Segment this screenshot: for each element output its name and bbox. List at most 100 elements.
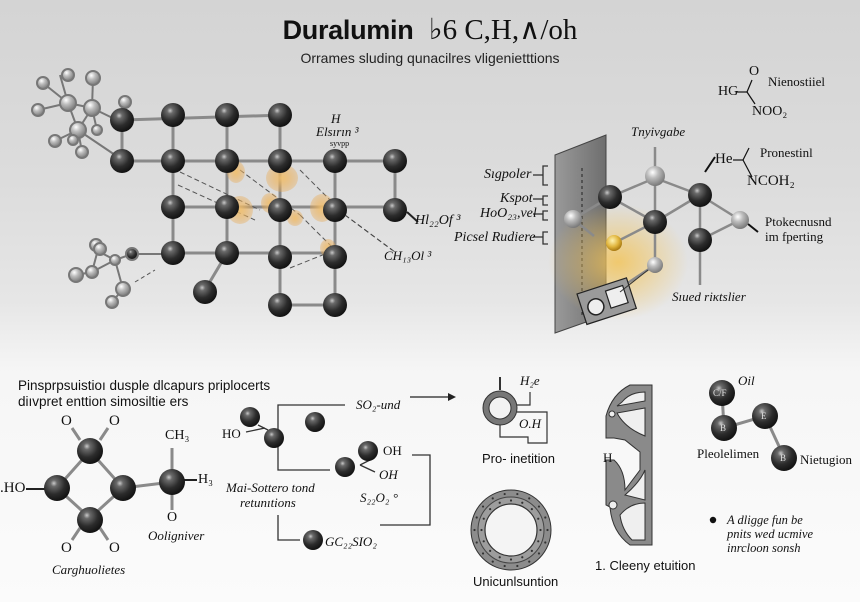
bearing-dot: [475, 541, 478, 544]
bearing-dot: [528, 560, 531, 563]
bearing-dot: [516, 492, 519, 496]
title-formula: ♭6 C,H,∧/oh: [428, 14, 578, 46]
label-kspot: Kspot: [500, 191, 533, 206]
ring-h3: H₃: [198, 472, 213, 487]
bearing-dot: [489, 508, 492, 511]
bearing-dot: [481, 505, 485, 508]
sample-card: [576, 277, 638, 326]
label-hl22: Hl₂₂Of ³: [415, 213, 461, 228]
bearing-dot: [481, 552, 485, 555]
bearing-dot: [482, 540, 485, 543]
bearing-dot: [489, 549, 492, 552]
bearing-dot: [482, 517, 485, 520]
bearing-dot: [503, 492, 506, 496]
bearing-dot: [530, 549, 533, 552]
ring-molecule: [26, 427, 197, 541]
bracket-part: [605, 384, 653, 546]
cluster-atom-e: E: [761, 411, 767, 421]
bearing-dot: [521, 556, 524, 559]
label-elsmn-sub: syvpp: [330, 139, 350, 148]
cluster-name-right: Nietugion: [800, 452, 852, 467]
scheme-s22o2: S₂₂O₂ °: [360, 490, 398, 505]
bullet-note-line3: inrcloon sonsh: [727, 541, 801, 555]
formula-noo2: NOO₂: [752, 104, 788, 119]
bearing-dot: [491, 497, 494, 500]
bearing-dot: [539, 528, 542, 532]
lattice-atoms: [110, 103, 407, 317]
bracket-caption-text: Cleeny etuition: [609, 558, 696, 573]
atom-cluster: [709, 380, 797, 524]
bearing-dot: [473, 528, 476, 532]
formula-hg: HG: [718, 84, 739, 99]
pro-inetition-name: Pro- inetition: [482, 451, 555, 466]
ring-o-top-right: O: [109, 413, 120, 429]
bearing-dot: [491, 560, 494, 563]
ring-molecule-name: Carghuolietes: [52, 562, 126, 577]
bearing-dot: [509, 558, 513, 561]
ring-subname: Ooligniver: [148, 528, 205, 543]
bearing-dot: [544, 516, 547, 519]
bearing-dot: [544, 541, 547, 544]
formula-name-ptokecnusnd: Ptokecnusnd: [765, 214, 832, 229]
scheme-oh1: OH: [383, 443, 402, 458]
scheme-caption-line2: retunıtions: [240, 495, 296, 510]
scheme-ho: HO: [222, 426, 241, 441]
crystal-lattice: [110, 103, 419, 317]
formula-he: He: [715, 151, 733, 167]
scheme-so2: SO₂-und: [356, 397, 401, 412]
ring-ch3: CH₃: [165, 428, 190, 443]
bearing-dot: [498, 501, 501, 504]
label-picsel-rudiere: Picsel Rudiere: [454, 230, 536, 245]
page-title: Duralumin ♭6 C,H,∧/oh: [0, 12, 860, 47]
formula-nienostiiel: [736, 79, 756, 105]
subtitle: Orrames sluding qunacilres vligenietttio…: [300, 50, 560, 66]
small-molecule-bottom-left: [68, 238, 172, 309]
bearing-dot: [537, 505, 541, 508]
bearing-dot: [537, 540, 540, 543]
bearing-dot: [480, 528, 483, 532]
ring-o-top-left: O: [61, 413, 72, 429]
label-sigpoler: Sıgpoler: [484, 167, 532, 182]
bearing-dot: [528, 497, 531, 500]
bracket-h-label: H: [603, 450, 613, 465]
bullet-note-line1: A dligge fun be: [727, 513, 803, 527]
ring-ho-group: .HO: [0, 480, 26, 496]
label-h: H: [331, 111, 341, 126]
cluster-atom-cf: C/F: [713, 388, 727, 398]
bracket-caption-number: 1.: [595, 558, 606, 573]
formula-pronestinl: [733, 147, 753, 178]
ring-o-bottom-left: O: [61, 540, 72, 556]
cluster-oil: Oil: [738, 373, 755, 388]
bearing-dot: [503, 564, 506, 568]
label-elsmn: Elsırın ³: [316, 124, 359, 139]
pro-inetition-ring: [482, 377, 548, 444]
bullet-note: A dligge fun be pnits wed ucmive inrcloo…: [727, 513, 813, 555]
ring-o-bottom-right: O: [109, 540, 120, 556]
scheme-gc: GC₂₂SIO₂: [325, 534, 377, 549]
formula-name-pronestinl: Pronestinl: [760, 145, 813, 160]
formula-name-im-fperting: im fperting: [765, 229, 824, 244]
label-tnyivgabe: Tnyivgabe: [631, 124, 686, 139]
label-ch13: CH₁₃Ol ³: [384, 248, 432, 263]
bearing-dot: [530, 508, 533, 511]
cluster-atom-b2: B: [780, 453, 787, 463]
bullet-dot: [709, 516, 717, 524]
lower-heading: Pinsprpsuistioı dusple dlcapurs priploce…: [18, 378, 270, 410]
lower-heading-line1: Pinsprpsuistioı dusple dlcapurs priploce…: [18, 378, 271, 393]
bearing-dot: [537, 517, 540, 520]
cluster-name-left: Pleolelimen: [697, 446, 760, 461]
ring-o-lower: O: [167, 510, 178, 525]
bearing-dot: [475, 516, 478, 519]
label-sued-rixtslier: Sıued riκtslier: [672, 289, 746, 304]
bracket-caption: 1. Cleeny etuition: [595, 558, 695, 573]
bearing-dot: [546, 528, 549, 532]
formula-name-nienostiiel: Nienostiiel: [768, 74, 826, 89]
pro-oh-label: O.H: [519, 416, 542, 431]
bearing-ring: [470, 489, 552, 571]
scheme-caption-line1: Mai-Sottero tond: [226, 480, 315, 495]
bearing-dot: [537, 552, 541, 555]
label-hoo2: HoO₂₃,vel: [480, 206, 537, 221]
bearing-ring-name: Unicunlsuntion: [473, 574, 559, 589]
cluster-atom-b1: B: [720, 423, 727, 433]
